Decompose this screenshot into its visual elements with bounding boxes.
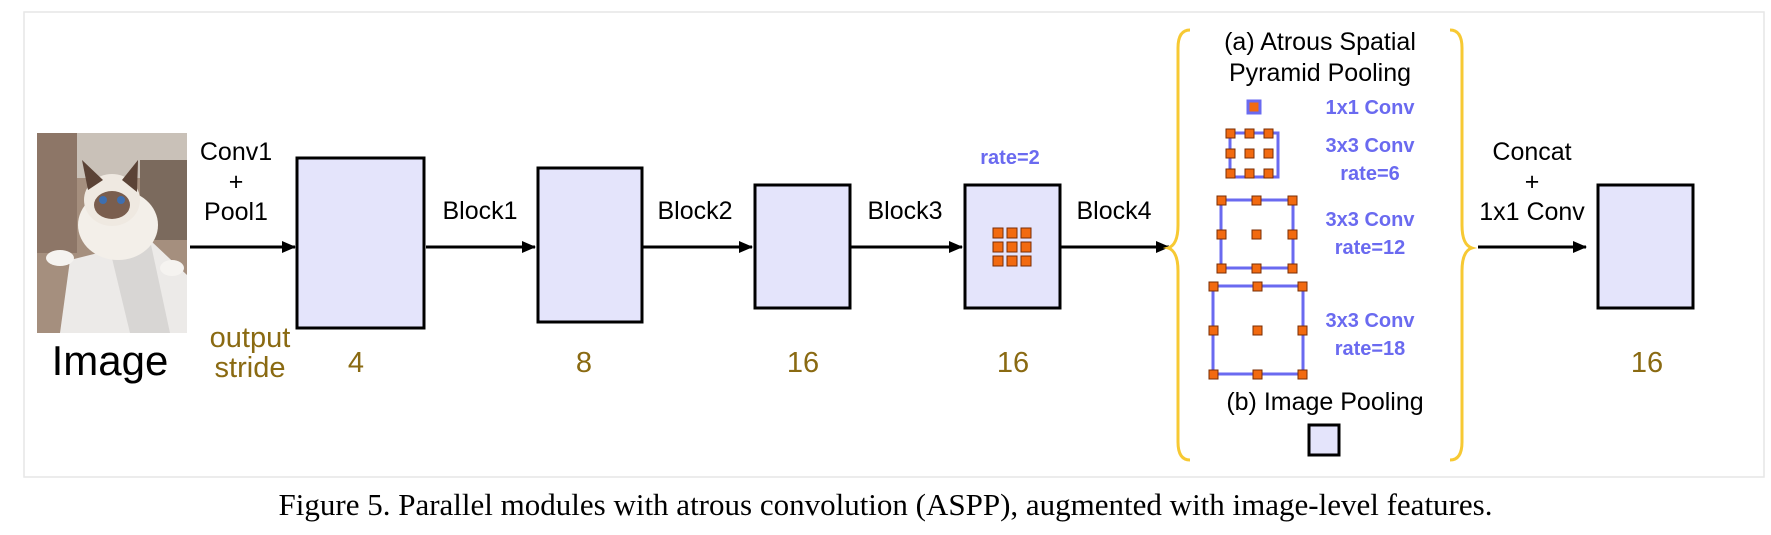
stride-value-2: 8 xyxy=(576,347,592,379)
kernel-rate-6 xyxy=(1225,128,1274,179)
stride-value-4: 16 xyxy=(997,347,1029,379)
branch-rate-18-label-2: rate=18 xyxy=(1335,338,1406,360)
image-pooling-label: (b) Image Pooling xyxy=(1226,388,1423,416)
aspp-diagram: Image output stride Conv1 + Pool1 Block1… xyxy=(23,11,1765,478)
branch-rate-12-label-2: rate=12 xyxy=(1335,237,1406,259)
label-block4: Block4 xyxy=(1076,197,1151,225)
figure-caption: Figure 5. Parallel modules with atrous c… xyxy=(278,487,1493,522)
stride-value-5: 16 xyxy=(1631,347,1663,379)
aspp-title-1: (a) Atrous Spatial xyxy=(1224,28,1416,56)
kernel-rate-18 xyxy=(1208,281,1308,380)
branch-rate-6-label-2: rate=6 xyxy=(1340,163,1400,185)
label-block3: Block3 xyxy=(867,197,942,225)
branch-rate-18-label-1: 3x3 Conv xyxy=(1326,310,1416,332)
rate-2-label: rate=2 xyxy=(980,147,1040,169)
label-1x1-conv: 1x1 Conv xyxy=(1479,198,1585,226)
kernel-rate-12 xyxy=(1216,195,1298,274)
label-pool1: Pool1 xyxy=(204,198,268,226)
label-plus-2: + xyxy=(1525,168,1540,196)
label-plus-1: + xyxy=(229,168,244,196)
label-block1: Block1 xyxy=(442,197,517,225)
label-block2: Block2 xyxy=(657,197,732,225)
stride-value-3: 16 xyxy=(787,347,819,379)
output-stride-label-2: stride xyxy=(215,352,286,384)
label-concat: Concat xyxy=(1492,138,1571,166)
feature-map-stride-8 xyxy=(536,166,644,324)
figure-frame xyxy=(23,11,1765,478)
branch-1x1-label: 1x1 Conv xyxy=(1326,97,1416,119)
image-label: Image xyxy=(52,337,169,384)
image-pooling-box xyxy=(1307,423,1341,457)
cat-photo xyxy=(37,133,187,333)
aspp-title-2: Pyramid Pooling xyxy=(1229,59,1411,87)
feature-map-output xyxy=(1596,183,1695,310)
feature-map-stride-4 xyxy=(295,156,426,330)
feature-map-stride-16 xyxy=(753,183,852,310)
left-brace xyxy=(1162,28,1191,462)
branch-rate-12-label-1: 3x3 Conv xyxy=(1326,209,1416,231)
rate-2-kernel xyxy=(992,227,1032,267)
kernel-1x1 xyxy=(1246,99,1262,115)
right-brace xyxy=(1449,28,1478,462)
branch-rate-6-label-1: 3x3 Conv xyxy=(1326,135,1416,157)
stride-value-1: 4 xyxy=(348,347,364,379)
label-conv1: Conv1 xyxy=(200,138,272,166)
output-stride-label-1: output xyxy=(210,322,291,354)
